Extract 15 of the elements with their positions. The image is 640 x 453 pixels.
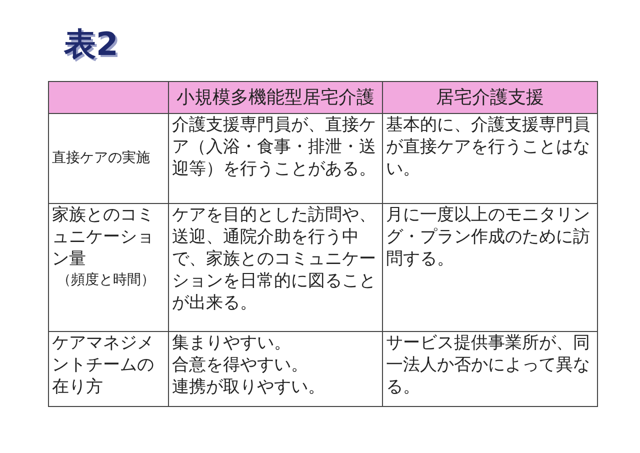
cell-text: 連携が取りやすい。	[171, 376, 326, 398]
row-header: 直接ケアの実施	[51, 149, 151, 168]
row-header-note: （頻度と時間）	[56, 271, 156, 290]
column-header: 小規模多機能型居宅介護	[176, 86, 376, 109]
cell-text: サービス提供事業所が、同一法人か否かによって異なる。	[385, 332, 591, 398]
cell-text: 合意を得やすい。	[171, 354, 309, 376]
cell-text: 月に一度以上のモニタリング・プラン作成のために訪問する。	[385, 204, 591, 270]
table-title: 表2	[64, 24, 118, 64]
column-header: 居宅介護支援	[435, 86, 545, 109]
row-header: 家族とのコミュニケーション量	[51, 204, 155, 270]
cell-text: 集まりやすい。	[171, 332, 292, 354]
cell-text: 基本的に、介護支援専門員が直接ケアを行うことはない。	[385, 114, 591, 180]
cell-text: 介護支援専門員が、直接ケア（入浴・食事・排泄・送迎等）を行うことがある。	[171, 114, 377, 180]
cell-text: ケアを目的とした訪問や、送迎、通院介助を行う中で、家族とのコミュニケーションを日常的に図ることが出来る。	[171, 204, 377, 314]
row-header: ケアマネジメントチームの在り方	[51, 332, 155, 398]
